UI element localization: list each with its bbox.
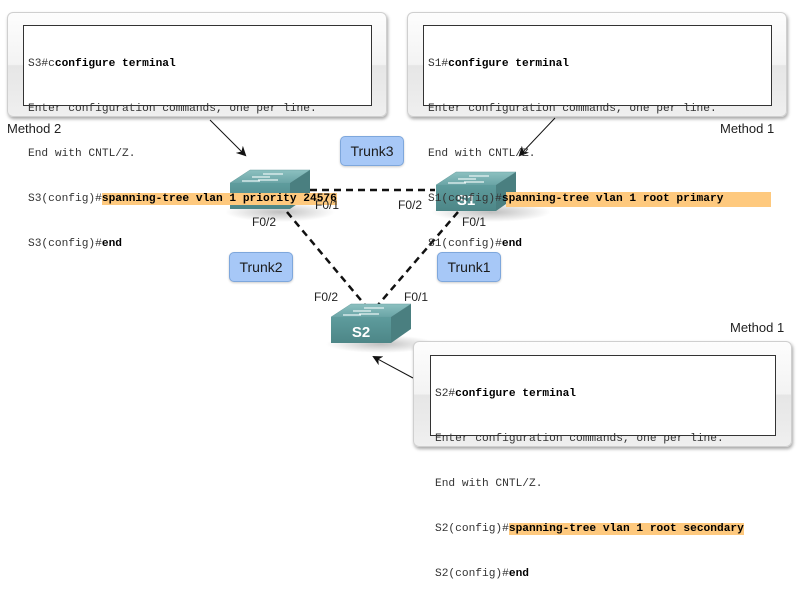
switch-s2[interactable]: S2 [326, 303, 436, 353]
arrow-s2-config [372, 356, 414, 379]
switch-arrows-icon [448, 175, 489, 184]
terminal-line: Enter configuration commands, one per li… [435, 433, 724, 445]
port-s1-f01: F0/1 [462, 215, 487, 229]
switch-arrows-icon [343, 307, 384, 316]
s1-config-panel: S1#configure terminal Enter configuratio… [407, 12, 787, 250]
terminal-line: S2#configure terminal [435, 388, 577, 400]
terminal-line: S1(config)#end [428, 238, 523, 250]
terminal-line: S3(config)#spanning-tree vlan 1 priority… [28, 193, 337, 205]
terminal-line: S1(config)#spanning-tree vlan 1 root pri… [428, 192, 771, 207]
port-s2-f02: F0/2 [314, 290, 339, 304]
trunk1-link [377, 211, 459, 306]
s2-config-panel: S2#configure terminal Enter configuratio… [413, 341, 792, 580]
terminal-line: Enter configuration commands, one per li… [28, 103, 317, 115]
port-s2-f01: F0/1 [404, 290, 429, 304]
arrow-s3-config [209, 119, 247, 157]
trunk1-label: Trunk1 [437, 252, 501, 282]
port-s1-f02: F0/2 [398, 198, 423, 212]
terminal-line: End with CNTL/Z. [428, 148, 536, 160]
trunk2-label: Trunk2 [229, 252, 293, 282]
terminal-line: S3#cconfigure terminal [28, 58, 176, 70]
terminal-line: Enter configuration commands, one per li… [428, 103, 717, 115]
terminal-line: S1#configure terminal [428, 58, 570, 70]
method-label-s3: Method 2 [7, 121, 62, 136]
port-s3-f02: F0/2 [252, 215, 277, 229]
trunk2-link [286, 211, 366, 306]
highlighted-command: spanning-tree vlan 1 priority 24576 [101, 193, 337, 205]
method-label-s1: Method 1 [720, 121, 775, 136]
terminal-line: End with CNTL/Z. [435, 478, 543, 490]
terminal-line: S2(config)#end [435, 568, 530, 580]
terminal-line: End with CNTL/Z. [28, 148, 136, 160]
arrow-s1-config [518, 117, 556, 157]
s1-terminal: S1#configure terminal Enter configuratio… [423, 25, 772, 250]
s2-terminal: S2#configure terminal Enter configuratio… [430, 355, 776, 580]
terminal-line: S3(config)#end [28, 238, 123, 250]
switch-s2-label: S2 [352, 324, 370, 341]
highlighted-command: spanning-tree vlan 1 root primary [501, 193, 724, 205]
terminal-line: S2(config)#spanning-tree vlan 1 root sec… [435, 523, 744, 535]
trunk3-label: Trunk3 [340, 136, 404, 166]
port-s3-f01: F0/1 [315, 198, 340, 212]
s3-config-panel: S3#cconfigure terminal Enter configurati… [7, 12, 387, 250]
highlighted-command: spanning-tree vlan 1 root secondary [508, 523, 744, 535]
method-label-s2: Method 1 [730, 320, 785, 335]
s3-terminal: S3#cconfigure terminal Enter configurati… [23, 25, 372, 250]
switch-arrows-icon [242, 173, 283, 182]
